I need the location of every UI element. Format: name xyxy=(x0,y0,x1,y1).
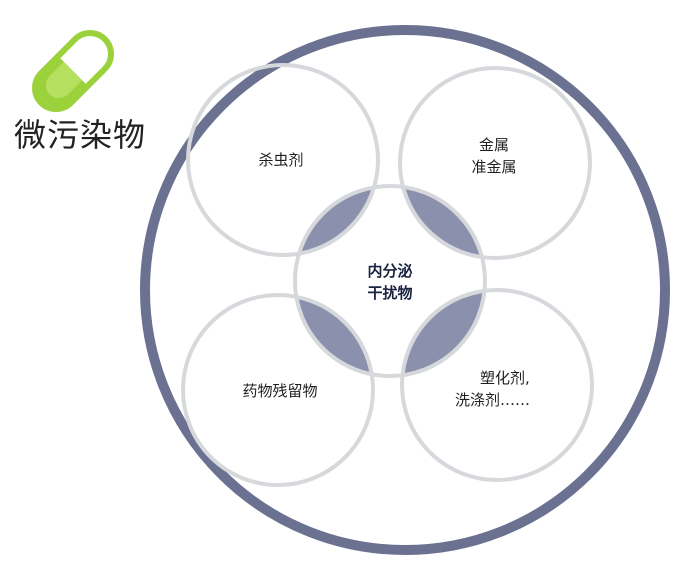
label-plasticizers: 塑化剂, xyxy=(480,369,530,387)
overlap-bottom-left xyxy=(295,295,373,376)
circle-top-left xyxy=(186,63,380,257)
label-endocrine: 内分泌 xyxy=(367,262,412,280)
label-metals: 金属 xyxy=(479,136,509,154)
label-detergents: 洗涤剂…… xyxy=(455,391,530,409)
label-disruptors: 干扰物 xyxy=(367,284,412,302)
overlap-top-right xyxy=(400,186,485,258)
circle-bottom-right xyxy=(400,288,594,482)
circle-top-right xyxy=(398,66,592,260)
pill-capsule-icon xyxy=(32,30,114,112)
circle-bottom-left xyxy=(181,293,375,487)
overlap-bottom-right xyxy=(402,290,485,376)
circle-center xyxy=(293,184,487,378)
outer-ring xyxy=(140,25,670,555)
label-pharmaceutical-residues: 药物残留物 xyxy=(242,382,317,400)
label-pesticides: 杀虫剂 xyxy=(258,151,303,169)
label-metalloids: 准金属 xyxy=(471,158,516,176)
page-title: 微污染物 xyxy=(14,116,147,154)
